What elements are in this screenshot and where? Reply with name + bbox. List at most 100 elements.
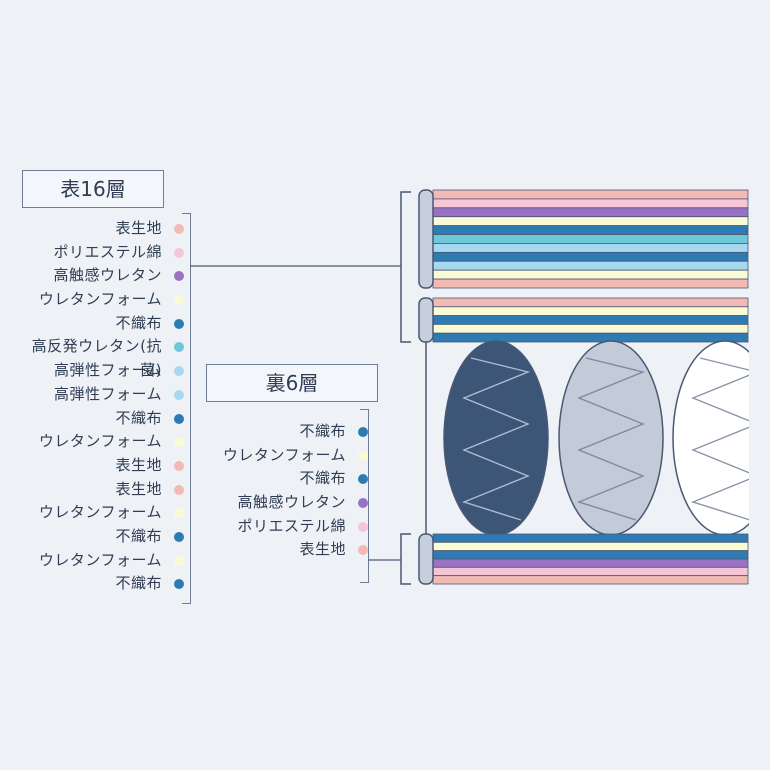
top-layer-item: 表生地 <box>20 478 184 502</box>
top-layer-color-dot <box>174 508 184 519</box>
top-layer-label: 不織布 <box>115 574 162 593</box>
top-layer-color-dot <box>174 295 184 306</box>
top-layer-label: ウレタンフォーム <box>38 432 162 451</box>
bottom-layer-item: 表生地 <box>206 538 368 562</box>
bottom-layer-color-dot <box>358 545 368 556</box>
bottom-layer-list: 不織布ウレタンフォーム不織布高触感ウレタンポリエステル綿表生地 <box>206 420 368 562</box>
top-layer-color-dot <box>174 484 184 495</box>
top-layer-color-dot <box>174 224 184 234</box>
top-layer-item: 不織布 <box>20 572 184 596</box>
top-layer-color-dot <box>174 389 184 400</box>
top-layer-item: ウレタンフォーム <box>20 501 184 525</box>
middle-layer-stripe <box>432 306 749 316</box>
top-list-bracket <box>182 213 191 604</box>
bottom-layer-label: ポリエステル綿 <box>237 516 346 535</box>
upper-layer-stripe <box>432 251 749 262</box>
lower-edge-cap <box>418 533 434 585</box>
upper-layer-stripe <box>432 278 749 289</box>
middle-edge-cap <box>418 297 434 343</box>
upper-layer-stripe <box>432 198 749 209</box>
top-layer-color-dot <box>174 555 184 566</box>
top-layer-color-dot <box>174 460 184 471</box>
bottom-layer-label: 不織布 <box>299 422 346 440</box>
pocket-coil-spring <box>558 340 664 536</box>
top-layer-color-dot <box>174 413 184 424</box>
top-layer-list: 表生地ポリエステル綿高触感ウレタンウレタンフォーム不織布高反発ウレタン(抗菌)高… <box>20 217 184 596</box>
pocket-coil-spring <box>443 340 549 536</box>
middle-layer-stripe <box>432 323 749 334</box>
top-layer-item: 高弾性フォーム <box>20 383 184 407</box>
top-layer-label: 高弾性フォーム <box>53 361 162 380</box>
bottom-layer-label: 不織布 <box>299 469 346 488</box>
top-layer-label: ウレタンフォーム <box>38 550 162 569</box>
lower-layer-stripe <box>432 550 749 560</box>
top-layer-color-dot <box>174 366 184 377</box>
bottom-list-bracket <box>360 409 369 583</box>
lower-layer-stripe <box>432 541 749 552</box>
lower-layer-stripe <box>432 566 749 577</box>
top-layer-item: 不織布 <box>20 407 184 431</box>
bottom-layer-label: 高触感ウレタン <box>237 493 346 512</box>
upper-layer-stripe <box>432 189 749 200</box>
spring-coil <box>690 357 760 521</box>
top-layer-label: 不織布 <box>115 313 162 332</box>
top-layer-item: ポリエステル綿 <box>20 241 184 265</box>
top-layer-item: 不織布 <box>20 312 184 336</box>
middle-layer-stripe <box>432 332 749 343</box>
lower-layer-stripe <box>432 558 749 568</box>
middle-layer-stripe <box>432 315 749 325</box>
bottom-section-title: 裏6層 <box>206 364 378 402</box>
bottom-layer-color-dot <box>358 427 368 437</box>
upper-layer-stripe <box>432 269 749 280</box>
bottom-layer-item: 不織布 <box>206 467 368 491</box>
bottom-layer-item: 不織布 <box>206 420 368 444</box>
upper-layer-stripe <box>432 216 749 227</box>
top-layer-label: 高反発ウレタン(抗菌) <box>31 337 162 380</box>
top-layer-color-dot <box>174 437 184 448</box>
top-layer-item: ウレタンフォーム <box>20 430 184 454</box>
top-layer-item: 表生地 <box>20 454 184 478</box>
upper-edge-cap <box>418 189 434 289</box>
bottom-layer-color-dot <box>358 498 368 509</box>
top-layer-label: 表生地 <box>115 479 162 498</box>
top-layer-label: 高弾性フォーム <box>53 384 162 403</box>
top-layer-color-dot <box>174 342 184 353</box>
top-layer-color-dot <box>174 247 184 258</box>
top-layer-item: 高反発ウレタン(抗菌) <box>20 335 184 379</box>
top-layer-item: 高触感ウレタン <box>20 264 184 288</box>
bottom-layer-label: 表生地 <box>299 540 346 559</box>
upper-layer-stripe <box>432 207 749 218</box>
top-layer-color-dot <box>174 271 184 282</box>
lower-layer-stripe <box>432 533 749 543</box>
middle-layer-stripe <box>432 297 749 308</box>
top-layer-label: 表生地 <box>115 455 162 474</box>
top-layer-item: ウレタンフォーム <box>20 288 184 312</box>
top-layers-bracket <box>400 191 411 343</box>
lower-layer-stripe <box>432 575 749 585</box>
top-layer-color-dot <box>174 318 184 329</box>
top-layer-item: 不織布 <box>20 525 184 549</box>
bottom-layer-color-dot <box>358 474 368 485</box>
top-layer-color-dot <box>174 531 184 542</box>
bottom-layers-bracket <box>400 533 411 585</box>
top-layer-label: ウレタンフォーム <box>38 503 162 522</box>
bottom-layer-color-dot <box>358 450 368 461</box>
top-layer-label: ウレタンフォーム <box>38 290 162 309</box>
bottom-layer-item: ポリエステル綿 <box>206 515 368 539</box>
bottom-layer-item: ウレタンフォーム <box>206 444 368 468</box>
bottom-layer-label: ウレタンフォーム <box>222 445 346 464</box>
upper-layer-stripe <box>432 225 749 235</box>
top-layer-item: 高弾性フォーム <box>20 359 184 383</box>
upper-layer-stripe <box>432 260 749 271</box>
top-layer-color-dot <box>174 579 184 590</box>
top-layer-label: 不織布 <box>115 408 162 427</box>
upper-layer-stripe <box>432 243 749 253</box>
top-layer-item: 表生地 <box>20 217 184 241</box>
top-layer-label: 不織布 <box>115 526 162 545</box>
spring-coil <box>576 357 646 521</box>
top-layer-item: ウレタンフォーム <box>20 549 184 573</box>
top-layer-label: ポリエステル綿 <box>53 242 162 261</box>
bottom-layer-color-dot <box>358 521 368 532</box>
upper-layer-stripe <box>432 234 749 244</box>
